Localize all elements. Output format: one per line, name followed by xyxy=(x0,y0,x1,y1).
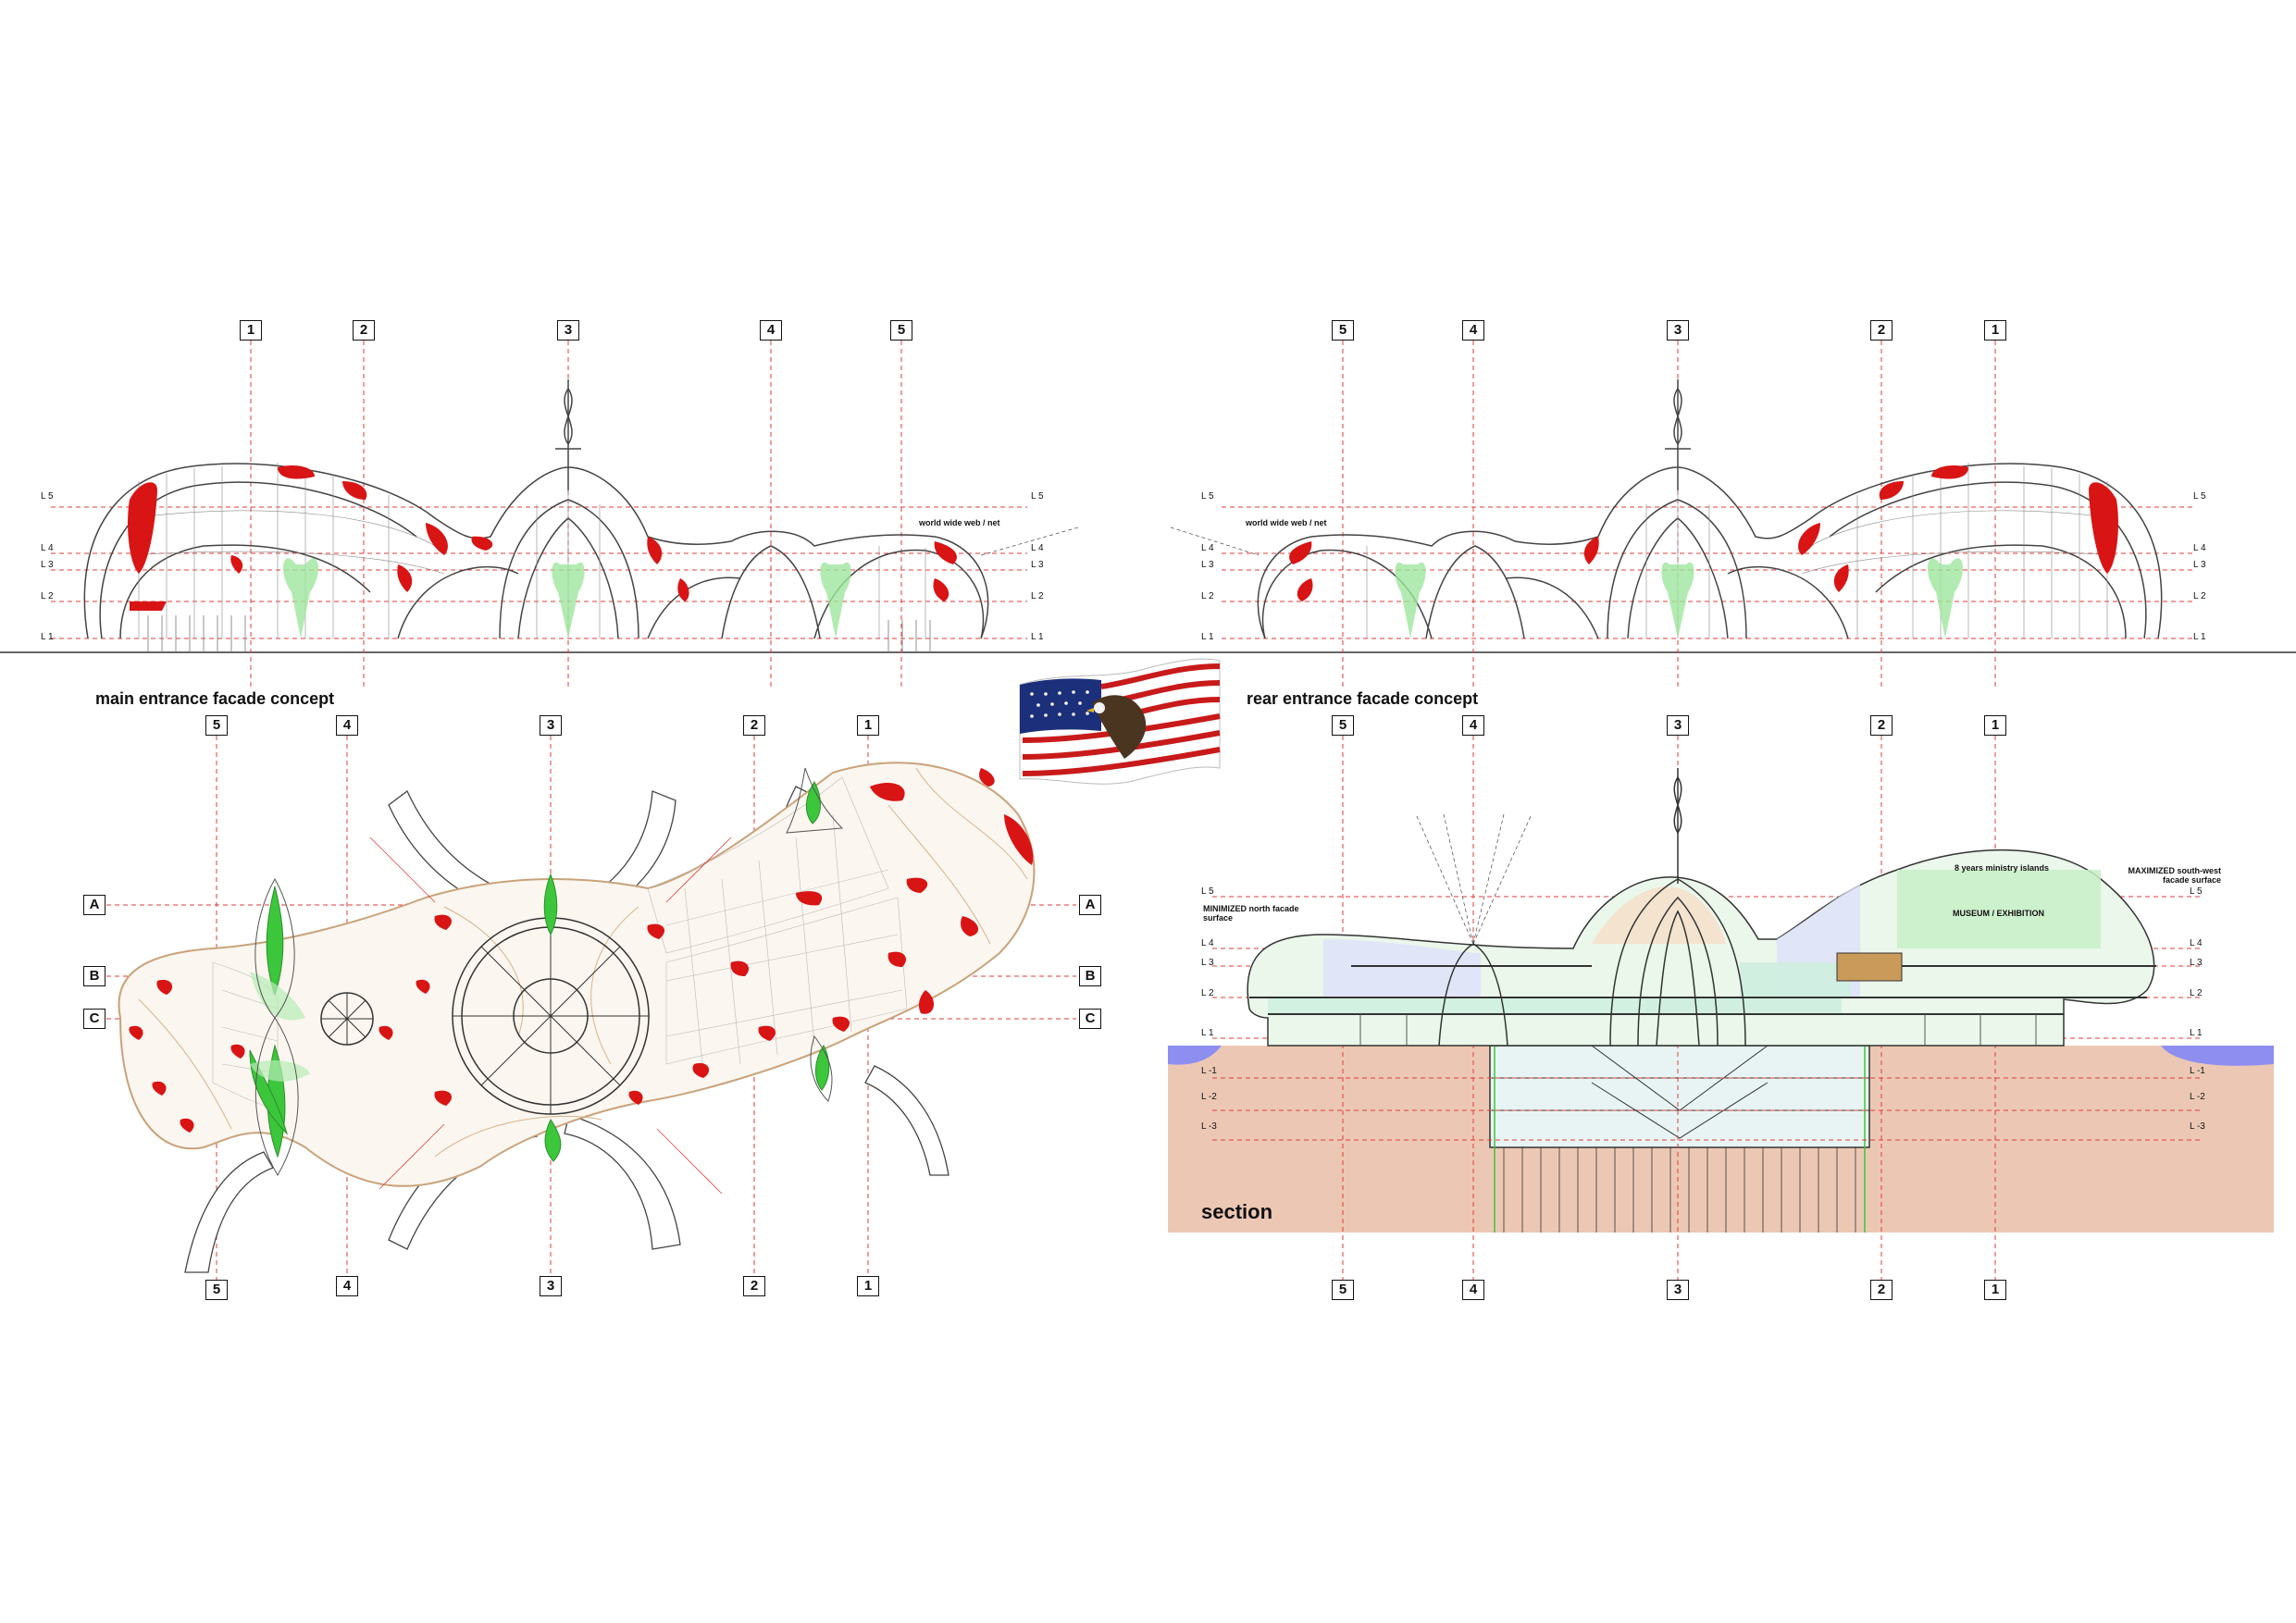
building-section xyxy=(1168,736,2274,1282)
floor-plan xyxy=(106,736,1076,1282)
level-label: L -3 xyxy=(2190,1121,2205,1132)
level-label: L 2 xyxy=(41,591,54,601)
level-label: L 5 xyxy=(1031,491,1044,502)
level-label: L 4 xyxy=(41,543,54,553)
level-label: L 5 xyxy=(1201,886,1214,897)
level-label: L 2 xyxy=(2190,988,2203,998)
level-label: L 3 xyxy=(1201,560,1214,570)
grid-axis-bubble: 1 xyxy=(857,1276,879,1296)
level-label: L 4 xyxy=(2190,938,2203,948)
grid-row-bubble: B xyxy=(1079,966,1101,986)
grid-axis-bubble: 1 xyxy=(1984,715,2006,736)
grid-axis-bubble: 2 xyxy=(353,320,375,341)
grid-axis-bubble: 4 xyxy=(336,715,358,736)
grid-axis-bubble: 4 xyxy=(336,1276,358,1296)
grid-axis-bubble: 2 xyxy=(1870,320,1893,341)
level-label: L 1 xyxy=(1031,632,1044,642)
grid-axis-bubble: 5 xyxy=(1332,1280,1354,1300)
level-label: L 3 xyxy=(2193,560,2206,570)
grid-axis-bubble: 4 xyxy=(760,320,782,341)
level-label: L 3 xyxy=(41,560,54,570)
level-label: L 2 xyxy=(1201,591,1214,601)
level-label: L 5 xyxy=(2193,491,2206,502)
grid-axis-bubble: 2 xyxy=(1870,715,1893,736)
grid-axis-bubble: 4 xyxy=(1462,715,1484,736)
level-label: L 5 xyxy=(41,491,54,502)
grid-axis-bubble: 1 xyxy=(1984,1280,2006,1300)
grid-axis-bubble: 3 xyxy=(540,1276,562,1296)
level-label: L 4 xyxy=(1201,543,1214,553)
grid-axis-bubble: 3 xyxy=(1667,715,1689,736)
grid-axis-bubble: 3 xyxy=(557,320,579,341)
level-label: L 4 xyxy=(1031,543,1044,553)
grid-axis-bubble: 4 xyxy=(1462,320,1484,341)
maximized-annotation: MAXIMIZED south-west facade surface xyxy=(2128,866,2222,885)
level-label: L 4 xyxy=(2193,543,2206,553)
grid-row-bubble: C xyxy=(1079,1009,1101,1029)
flag-emblem xyxy=(1019,658,1221,785)
grid-row-bubble: C xyxy=(83,1009,105,1029)
level-label: L 2 xyxy=(1031,591,1044,601)
grid-axis-bubble: 2 xyxy=(743,1276,765,1296)
level-label: L -3 xyxy=(1201,1121,1217,1132)
grid-axis-bubble: 3 xyxy=(1667,1280,1689,1300)
level-label: L 1 xyxy=(2190,1028,2203,1038)
grid-axis-bubble: 5 xyxy=(1332,715,1354,736)
rear-entrance-facade xyxy=(1148,341,2296,689)
grid-axis-bubble: 5 xyxy=(1332,320,1354,341)
grid-row-bubble: A xyxy=(83,895,105,915)
level-label: L 3 xyxy=(1201,958,1214,968)
level-label: L 1 xyxy=(41,632,54,642)
grid-row-bubble: B xyxy=(83,966,105,986)
grid-axis-bubble: 1 xyxy=(240,320,262,341)
level-label: L 5 xyxy=(1201,491,1214,502)
level-label: L 4 xyxy=(1201,938,1214,948)
museum-annotation: MUSEUM / EXHIBITION xyxy=(1953,909,2045,918)
grid-row-bubble: A xyxy=(1079,895,1101,915)
grid-axis-bubble: 2 xyxy=(743,715,765,736)
level-label: L 2 xyxy=(2193,591,2206,601)
grid-axis-bubble: 1 xyxy=(857,715,879,736)
level-label: L 2 xyxy=(1201,988,1214,998)
main-facade-title: main entrance facade concept xyxy=(95,689,335,708)
level-label: L -2 xyxy=(1201,1092,1217,1102)
grid-axis-bubble: 5 xyxy=(890,320,912,341)
level-label: L 1 xyxy=(1201,632,1214,642)
level-label: L 3 xyxy=(2190,958,2203,968)
ministry-annotation: 8 years ministry islands xyxy=(1955,863,2050,873)
grid-axis-bubble: 3 xyxy=(540,715,562,736)
grid-axis-bubble: 5 xyxy=(205,715,228,736)
grid-axis-bubble: 5 xyxy=(205,1280,228,1300)
level-label: L -2 xyxy=(2190,1092,2205,1102)
level-label: L -1 xyxy=(1201,1066,1217,1076)
grid-axis-bubble: 3 xyxy=(1667,320,1689,341)
section-title: section xyxy=(1201,1200,1273,1223)
level-label: L 1 xyxy=(1201,1028,1214,1038)
grid-axis-bubble: 2 xyxy=(1870,1280,1893,1300)
main-entrance-facade xyxy=(0,341,1148,689)
level-label: L 5 xyxy=(2190,886,2203,897)
minimized-annotation: MINIMIZED north facade surface xyxy=(1203,904,1299,923)
level-label: L -1 xyxy=(2190,1066,2205,1076)
www-annotation-main: world wide web / net xyxy=(919,518,1000,527)
rear-facade-title: rear entrance facade concept xyxy=(1247,689,1479,708)
level-label: L 3 xyxy=(1031,560,1044,570)
grid-axis-bubble: 1 xyxy=(1984,320,2006,341)
grid-axis-bubble: 4 xyxy=(1462,1280,1484,1300)
level-label: L 1 xyxy=(2193,632,2206,642)
www-annotation-rear: world wide web / net xyxy=(1246,518,1327,527)
